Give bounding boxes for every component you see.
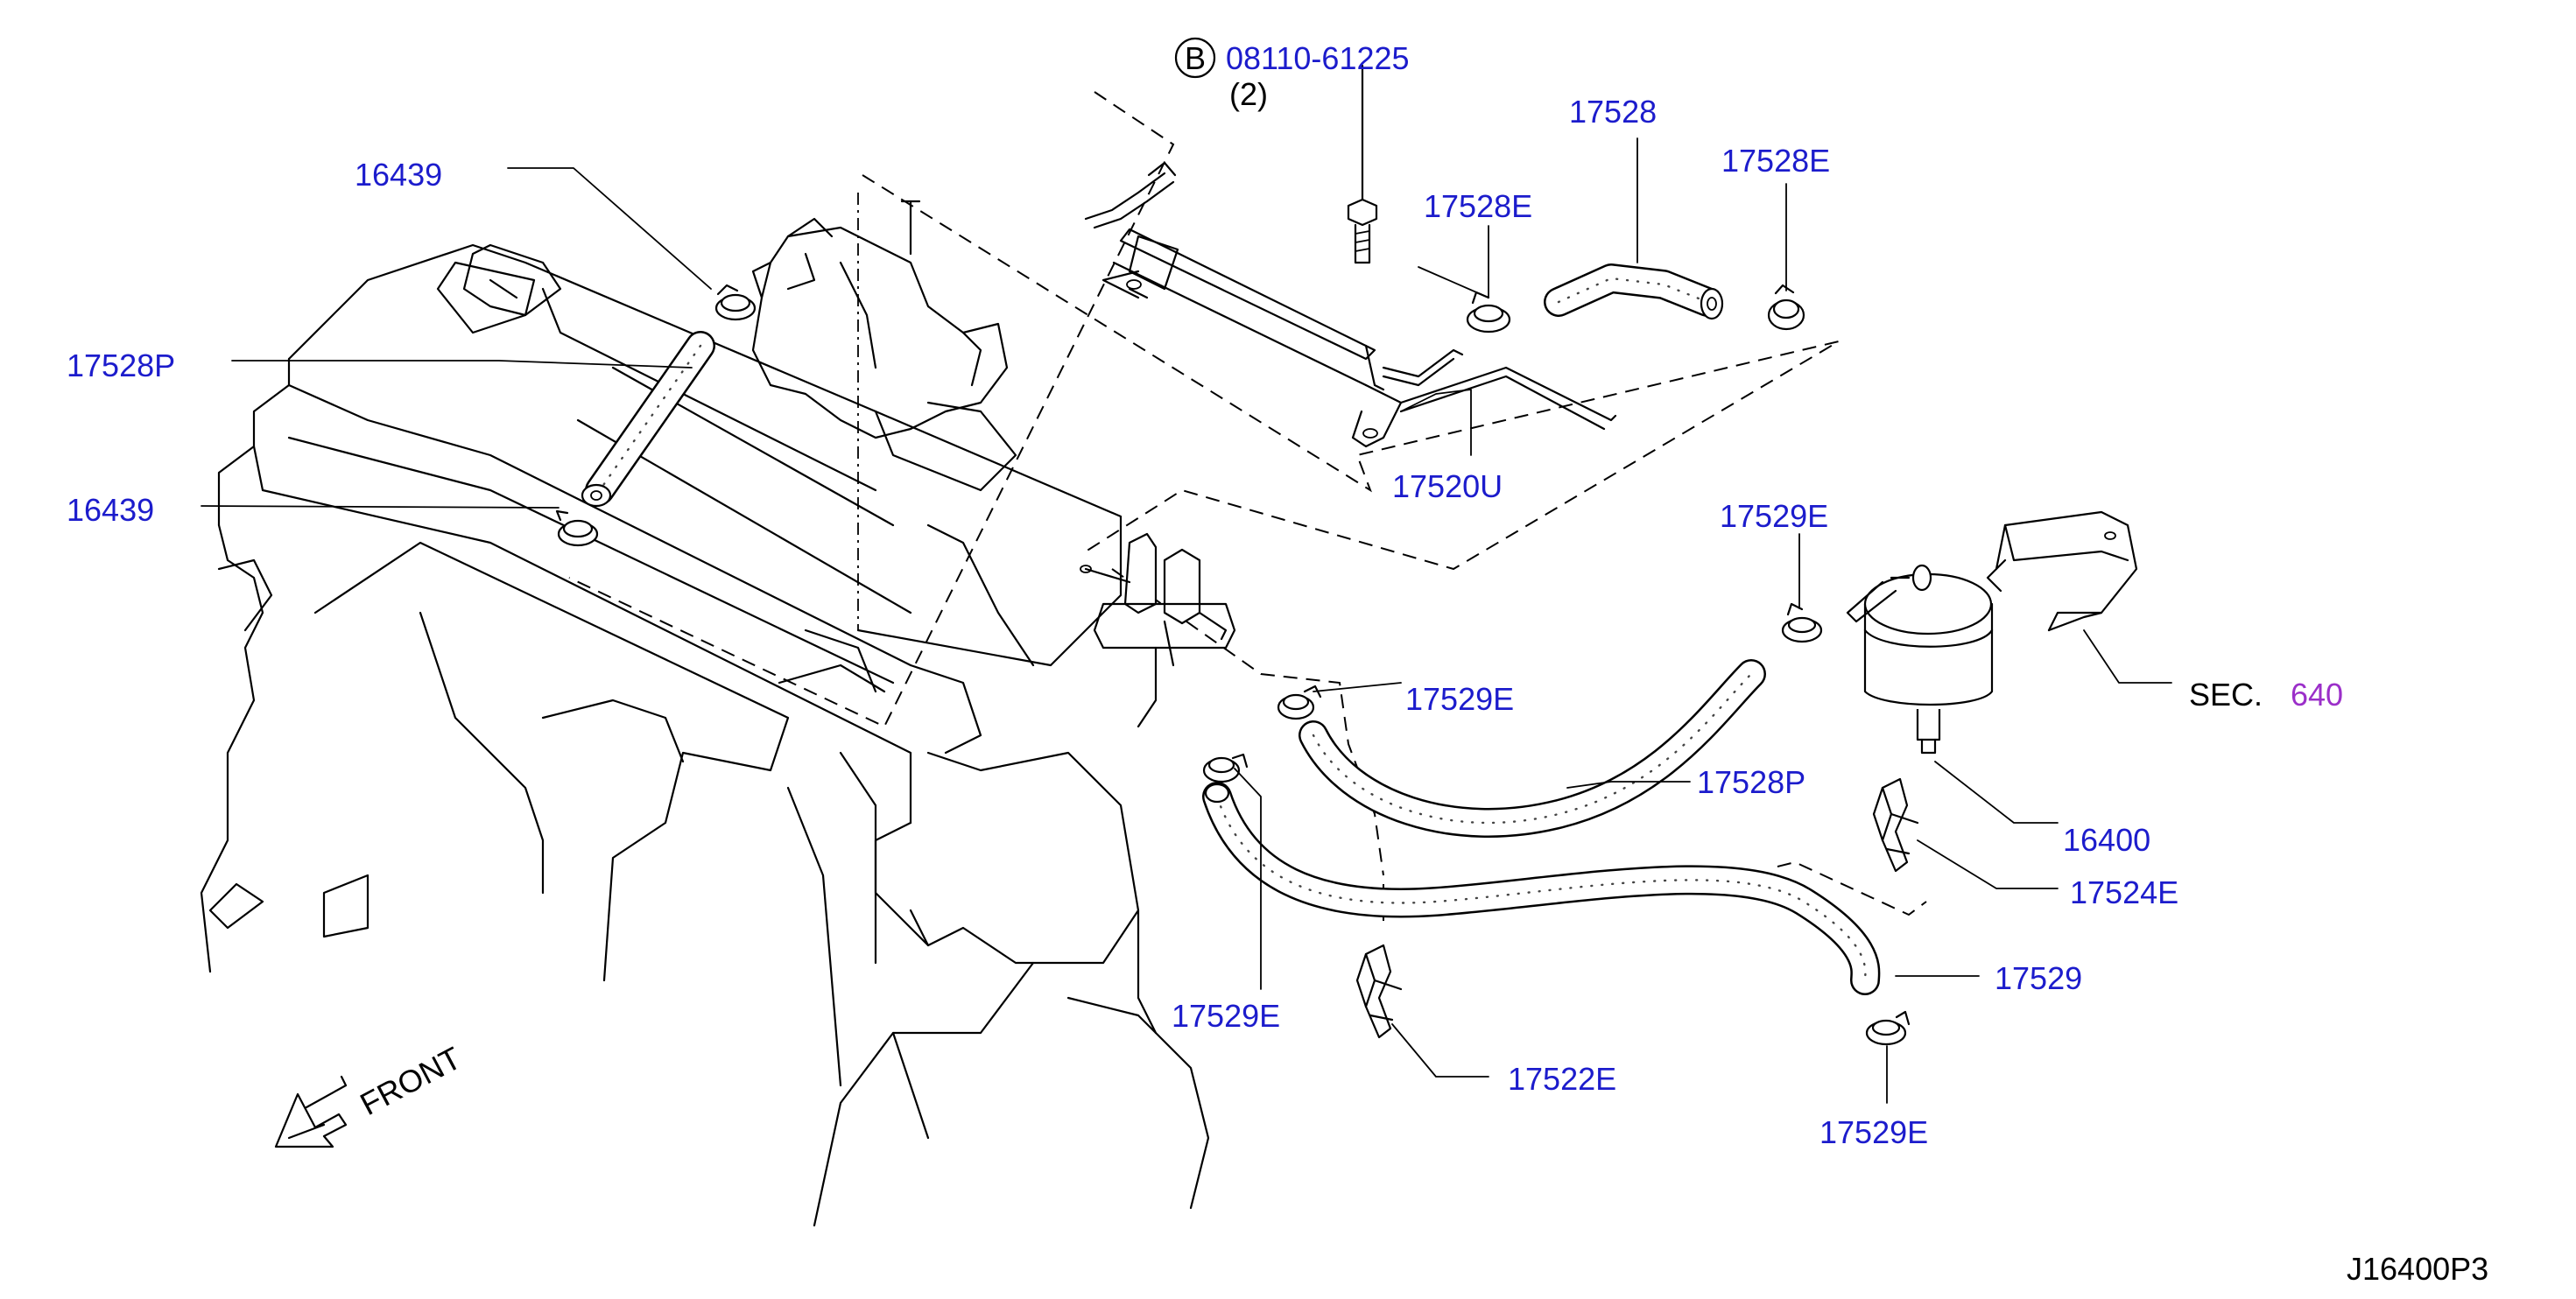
clamp-16439-mid bbox=[555, 509, 599, 547]
front-arrow bbox=[274, 1075, 348, 1148]
label-front: FRONT bbox=[355, 1040, 468, 1122]
filter-bracket bbox=[1986, 510, 2138, 632]
label-16439-mid: 16439 bbox=[67, 492, 154, 528]
hose-17528p-left bbox=[581, 331, 715, 508]
bolt-callout: B 08110-61225 (2) bbox=[1174, 37, 1410, 112]
clamp-17529e-mid bbox=[1277, 685, 1322, 720]
label-17520u: 17520U bbox=[1392, 468, 1503, 504]
label-17528e-a: 17528E bbox=[1424, 188, 1532, 224]
clamp-17529e-low bbox=[1202, 753, 1249, 783]
bolt-symbol: B bbox=[1185, 40, 1206, 76]
clamp-17529e-top bbox=[1781, 602, 1823, 643]
hose-17528 bbox=[1544, 263, 1724, 320]
clamp-17529e-bottom bbox=[1865, 1010, 1911, 1046]
pipe-assembly-17520u bbox=[1084, 161, 1617, 448]
bolt-08110-61225 bbox=[1347, 64, 1378, 264]
hose-17528p-right bbox=[1299, 659, 1766, 838]
clip-17524e bbox=[1872, 777, 1919, 873]
clamp-17528e-a bbox=[1466, 291, 1511, 334]
label-sec-640[interactable]: 640 bbox=[2291, 677, 2343, 713]
label-17528p-right: 17528P bbox=[1697, 764, 1805, 800]
label-17529e-bottom: 17529E bbox=[1819, 1114, 1928, 1150]
leader-lines bbox=[201, 137, 2172, 1104]
label-17528e-b: 17528E bbox=[1721, 143, 1830, 179]
label-17529e-mid: 17529E bbox=[1405, 681, 1514, 717]
label-17524e: 17524E bbox=[2070, 874, 2178, 910]
label-sec: SEC. bbox=[2189, 677, 2263, 713]
label-17528: 17528 bbox=[1569, 94, 1657, 130]
label-17529e-low: 17529E bbox=[1172, 998, 1280, 1034]
engine-outline bbox=[200, 200, 1210, 1227]
label-bolt-qty: (2) bbox=[1229, 76, 1268, 112]
control-valve bbox=[1080, 532, 1236, 728]
label-08110-61225: 08110-61225 bbox=[1226, 40, 1410, 76]
clip-17522e bbox=[1355, 944, 1403, 1039]
label-16400: 16400 bbox=[2063, 822, 2150, 858]
label-17529: 17529 bbox=[1995, 960, 2082, 996]
label-17528p-left: 17528P bbox=[67, 348, 175, 383]
label-17522e: 17522E bbox=[1508, 1061, 1616, 1097]
bolt-symbol-circle bbox=[1174, 37, 1216, 79]
label-16439-top: 16439 bbox=[355, 157, 442, 193]
clamp-16439-top bbox=[714, 284, 757, 321]
diagram-code: J16400P3 bbox=[2347, 1251, 2488, 1287]
label-17529e-top: 17529E bbox=[1720, 498, 1828, 534]
clamp-17528e-b bbox=[1767, 284, 1805, 331]
fuel-filter-16400 bbox=[1846, 564, 1994, 755]
hose-17529 bbox=[1202, 782, 1881, 995]
